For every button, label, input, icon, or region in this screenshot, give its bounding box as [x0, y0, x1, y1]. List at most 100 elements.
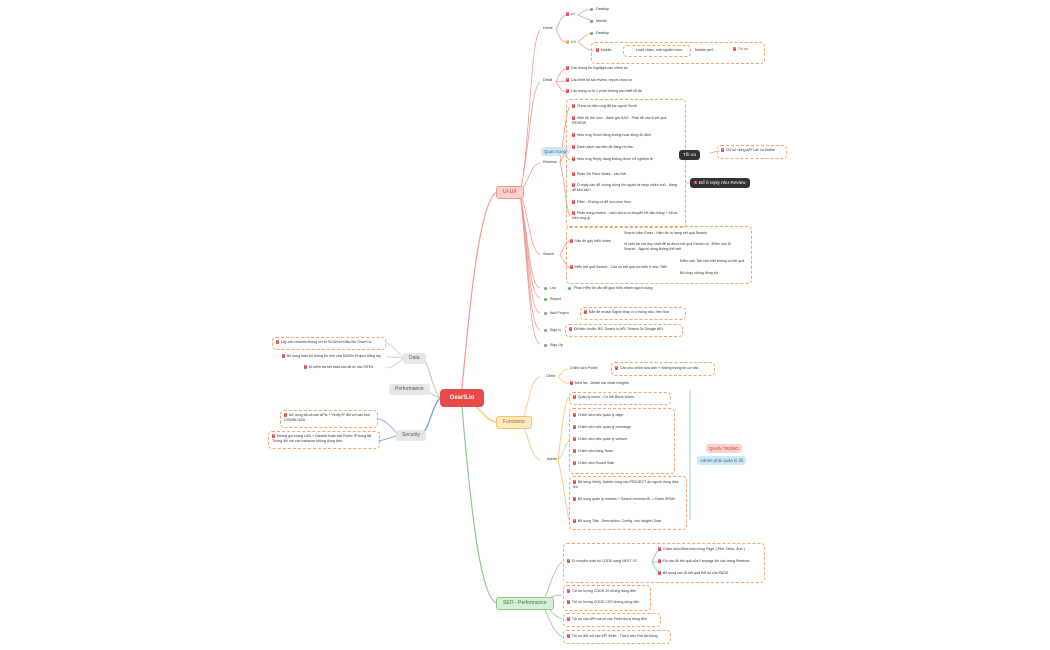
branch-data[interactable]: Data — [403, 353, 426, 364]
quan-trong-functions-tag: QUAN TRỌNG — [706, 444, 742, 453]
security-item-2[interactable]: !Không gọi mạng LAN + Disable hoặc bật P… — [272, 434, 372, 443]
seo-item-3[interactable]: !Tối ưu các API mà có các Field chưa dùn… — [567, 617, 647, 621]
data-item-3[interactable]: !Di kiểm tra kết data cân lất từ các SIT… — [304, 365, 374, 369]
priority-icon: ! — [567, 559, 570, 563]
priority-icon: ! — [573, 519, 576, 523]
detail-item-2[interactable]: !Các thiết kế sai review, report chưa có — [566, 78, 633, 82]
signin-note[interactable]: !Đã tiến chuẩn: Bổ, Gearls.io API, Searc… — [569, 327, 663, 331]
client-profile-note[interactable]: !Cần cho chỉnh sửa ảnh + những thông tin… — [615, 366, 699, 370]
seo-item-4[interactable]: !Tối ưu đối với các API Write - Trách vi… — [567, 634, 658, 638]
search-problem-1[interactable]: Search bằm Enter - Hiện đề ra trang kết … — [624, 231, 708, 235]
branch-security[interactable]: Security — [396, 430, 427, 441]
review-item-5[interactable]: !Hiệu ứng Reply đang không được hỗ nghiệ… — [572, 157, 653, 161]
detail-label[interactable]: Detail — [543, 78, 553, 82]
branch-uiux[interactable]: UI-UX — [496, 186, 524, 199]
admin-item-6[interactable]: !Chỉnh sửa Round Sale — [573, 461, 615, 465]
signin-box — [565, 324, 683, 337]
search-problem-2[interactable]: Vì hiện tại nút duy nhất để ra được kết … — [624, 242, 731, 251]
review-item-1[interactable]: !Chưa có hiệu ứng đã lọc người Scroll — [572, 104, 637, 108]
list-node[interactable]: List — [544, 286, 556, 291]
review-item-7[interactable]: !Ô reply cần để xuống dòng khi người ta … — [572, 183, 677, 192]
priority-icon: ! — [694, 181, 697, 185]
client-profile[interactable]: Chỉnh sửa Profile — [570, 366, 598, 370]
admin-item-1[interactable]: !Quản lý users - Có thể Block Users — [573, 395, 634, 399]
priority-icon: ! — [572, 183, 575, 187]
search-label[interactable]: Search — [543, 252, 555, 256]
admin-item-9[interactable]: !Bổ sung Title , Description, Config, ch… — [573, 519, 662, 523]
ux-desktop[interactable]: Desktop — [590, 31, 609, 36]
admin-item-4[interactable]: !Chỉnh sửa việc quản lý venture — [573, 437, 628, 441]
review-item-4[interactable]: !Danh sách các tiêu đề đang rối dầu — [572, 145, 634, 149]
priority-icon: ! — [658, 559, 661, 563]
ux-mobile-perf[interactable]: Mobile perf — [695, 48, 713, 52]
done-icon — [568, 286, 571, 290]
data-item-1[interactable]: !Lấy các reviews không rời từ SCAM tới đ… — [276, 340, 372, 344]
seo-write-box — [563, 630, 671, 644]
priority-icon: ! — [573, 437, 576, 441]
priority-icon: ! — [566, 78, 569, 82]
detail-item-1[interactable]: !Các thông tin highlight cần chỉnh lại — [566, 66, 628, 70]
done-icon — [544, 286, 547, 290]
signin-node[interactable]: Sign In — [544, 328, 561, 333]
report-node[interactable]: Report — [544, 297, 561, 302]
admin-item-7[interactable]: !Bổ sung Verify, Dalete cùng các PROJECT… — [573, 480, 679, 489]
ux-mobile-note-box — [623, 45, 691, 57]
admin-manage-box — [569, 408, 675, 474]
priority-icon: ! — [572, 157, 575, 161]
search-problem[interactable]: !Vấn đề gây hiểu nhầm — [570, 239, 611, 243]
review-item-8[interactable]: !Filter - Không có để lựa chọn theo — [572, 200, 632, 204]
home-label[interactable]: Home — [543, 26, 553, 30]
signup-node[interactable]: Sign Up — [544, 343, 563, 348]
list-note[interactable]: Phần Hiển thị vẫn để giao hiểu nhầm ngườ… — [568, 286, 653, 291]
review-item-6[interactable]: !Phần Sơ Pace Notes - cầu thả — [572, 172, 626, 176]
ui-mobile[interactable]: Mobile — [590, 19, 607, 24]
search-result-1[interactable]: Điểm vào Tab mới biết không có kết quả — [680, 259, 745, 263]
priority-icon: ! — [570, 265, 573, 269]
seo-api-box — [563, 613, 661, 627]
priority-icon: ! — [572, 133, 575, 137]
search-result[interactable]: !Hiển kết quả Search - Cần có kết quả lọ… — [570, 265, 667, 269]
review-item-3[interactable]: !Hiệu ứng Scroll đang không hoạt động ổn… — [572, 133, 652, 137]
security-item-2-box — [268, 431, 380, 449]
data-item-2[interactable]: !Bổ sung toàn bộ thông tin mới của 5000%… — [282, 354, 381, 358]
search-box — [566, 226, 752, 284]
root-node[interactable]: GearS.io — [440, 389, 484, 407]
toi-uu-note[interactable]: !Chỉ sử dụng API Lấn và Dialbe — [721, 148, 776, 152]
add-project-note[interactable]: !Bắn đề modal Signin thay vì 4 thông báo… — [584, 310, 670, 314]
seo-migrate-3[interactable]: !Bổ sung các lỗi kết quả thể số của PAGE — [658, 571, 729, 575]
branch-seo[interactable]: SEO - Performance — [496, 597, 554, 610]
admin-item-2[interactable]: !Chỉnh sửa việc quản lý dapp — [573, 413, 624, 417]
add-project-box — [580, 307, 686, 320]
ux-mobile-note[interactable]: Load chậm, mất nghiệm kém — [636, 48, 683, 52]
detail-item-3[interactable]: !Các trang có bị 1 phần không cần thiết … — [566, 89, 642, 93]
seo-item-1[interactable]: !Tối ưu lượng CODE JS không dùng đến — [567, 589, 637, 593]
ux-mobile[interactable]: !Mobile — [596, 48, 612, 52]
branch-performance[interactable]: Performance — [389, 384, 430, 395]
priority-icon: ! — [573, 480, 576, 484]
seo-migrate-2[interactable]: !Fix các lỗi kết quả của Fanpage khi các… — [658, 559, 750, 563]
toi-uu-tag[interactable]: Tối ưu — [679, 150, 701, 160]
seo-migrate[interactable]: !Di chuyển toàn bộ CODE sang NEXT JS — [567, 559, 637, 563]
ux-node[interactable]: !UX — [566, 40, 576, 44]
reviews-label[interactable]: Reviews — [543, 160, 557, 164]
review-item-9[interactable]: !Phân trang review - cách chưa có chuyển… — [572, 211, 678, 220]
admin-item-3[interactable]: !Chỉnh sửa việc quản lý exchange — [573, 425, 632, 429]
client-insights[interactable]: !New list - Detail các chart Insights — [570, 381, 629, 385]
admin-item-5[interactable]: !Chỉnh sửa bảng Team — [573, 449, 614, 453]
branch-functions[interactable]: Functions — [496, 416, 532, 429]
client-label[interactable]: Client — [546, 374, 556, 378]
priority-icon: ! — [570, 381, 573, 385]
search-result-2[interactable]: Bỏ chạy không đồng bộ — [680, 271, 718, 275]
ui-desktop[interactable]: Desktop — [590, 7, 609, 12]
reply-review-tag[interactable]: !Để ô reply như Review — [690, 178, 750, 188]
ui-node[interactable]: !UI — [566, 12, 575, 16]
ux-mobile-opt[interactable]: !Tối ưu — [733, 47, 749, 51]
admin-item-8[interactable]: !Bổ sung quản lý reviews + Search review… — [573, 497, 675, 501]
seo-migrate-1[interactable]: !Chỉnh sửa Meta theo từng Page, (Title, … — [658, 547, 745, 551]
seo-migrate-box — [563, 543, 765, 583]
seo-item-2[interactable]: !Tối ưu lượng CODE CSS không dùng đến — [567, 600, 640, 604]
security-item-1[interactable]: !Sử dụng tất cả các APIs + Verify IP đối… — [284, 413, 370, 422]
add-project-node[interactable]: Add Project — [544, 311, 569, 316]
review-item-2[interactable]: !Hiện thị thẻ mục - đánh giá SAO - Phải … — [572, 116, 667, 125]
admin-label[interactable]: Admin — [547, 457, 558, 461]
